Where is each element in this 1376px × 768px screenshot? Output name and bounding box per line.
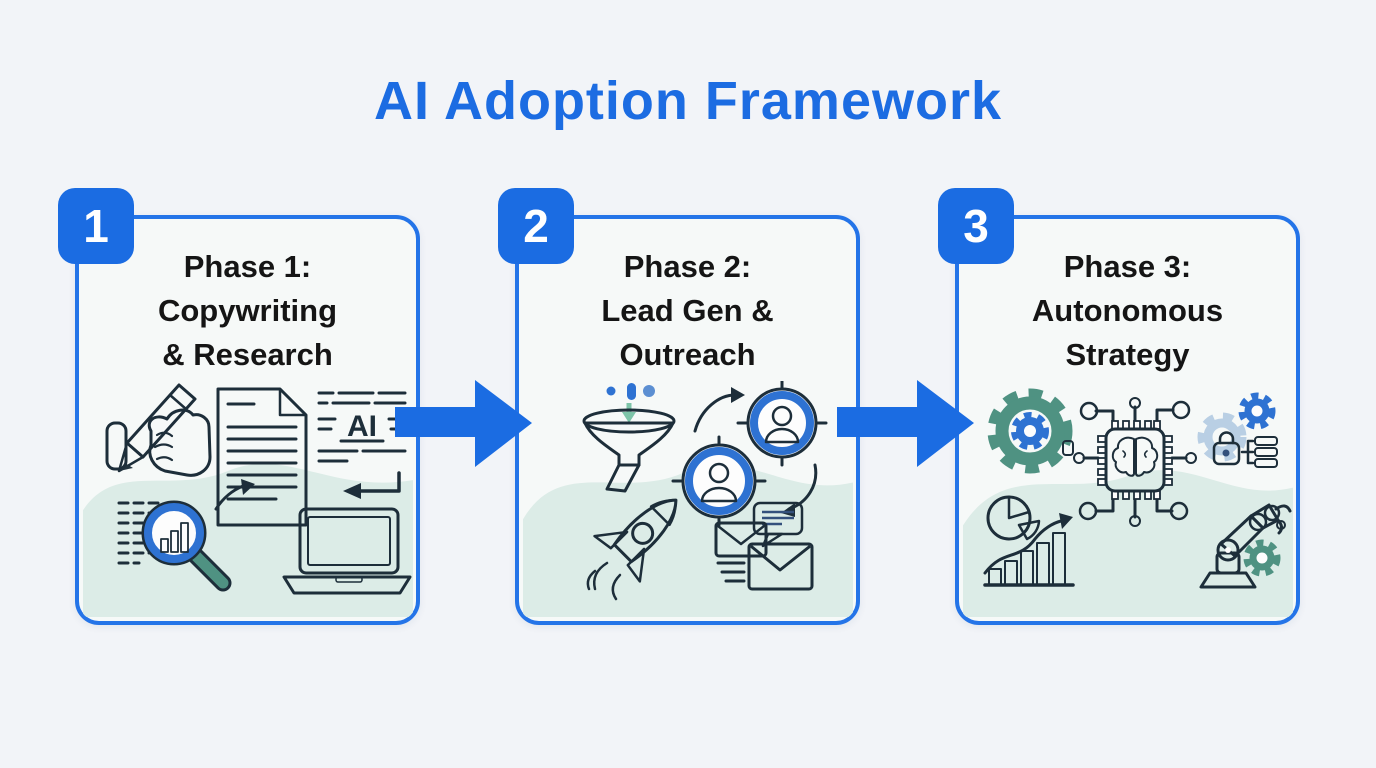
ai-brain-chip-icon <box>1062 397 1197 527</box>
phase-1-badge: 1 <box>58 188 134 264</box>
phase-3-title-line1: Phase 3: <box>1063 249 1192 284</box>
phase-2-badge: 2 <box>498 188 574 264</box>
phase-1-title: Phase 1: Copywriting & Research <box>79 245 416 377</box>
mint-blob <box>963 470 1293 617</box>
phase-2-title-line2: Lead Gen & <box>601 293 774 328</box>
phase-card-2: 2 Phase 2: Lead Gen & Outreach <box>498 188 860 625</box>
phase-1-illustration: AI <box>83 383 413 617</box>
writing-hand-icon <box>105 383 212 477</box>
email-chat-outreach-icon <box>714 501 814 591</box>
phase-1-title-line2: Copywriting <box>157 293 338 328</box>
phase-card-3: 3 Phase 3: Autonomous Strategy <box>938 188 1300 625</box>
phase-3-title-line3: Strategy <box>1065 337 1190 372</box>
return-arrow-icon <box>343 471 401 499</box>
phase-3-title-line2: Autonomous <box>1031 293 1224 328</box>
phase-2-title-line1: Phase 2: <box>623 249 752 284</box>
ai-label: AI <box>347 410 377 443</box>
phase-2-title: Phase 2: Lead Gen & Outreach <box>519 245 856 377</box>
phase-3-illustration <box>963 388 1293 617</box>
arrow-right-icon <box>837 380 974 467</box>
magnifier-bar-chart-icon <box>117 479 255 592</box>
phase-3-title: Phase 3: Autonomous Strategy <box>959 245 1296 377</box>
lead-target-cycle-icon <box>671 381 828 527</box>
phase-2-title-line3: Outreach <box>619 337 756 372</box>
document-icon <box>216 387 308 527</box>
laptop-icon <box>282 507 412 595</box>
phase-1-title-line3: & Research <box>162 337 333 372</box>
phase-2-illustration <box>523 381 853 617</box>
funnel-icon <box>582 383 676 493</box>
double-gear-icon <box>987 388 1073 474</box>
arrow-right-icon <box>395 380 532 467</box>
page-title: AI Adoption Framework <box>373 71 1003 131</box>
phase-card-1: 1 Phase 1: Copywriting & Research <box>58 188 420 625</box>
phase-3-badge: 3 <box>938 188 1014 264</box>
phase-1-title-line1: Phase 1: <box>183 249 312 284</box>
gear-lock-list-icon <box>1197 392 1278 468</box>
rocket-icon <box>586 498 678 601</box>
pie-bar-growth-icon <box>983 495 1075 587</box>
ai-text-block-icon: AI <box>317 391 409 499</box>
robot-arm-icon <box>1199 503 1292 589</box>
